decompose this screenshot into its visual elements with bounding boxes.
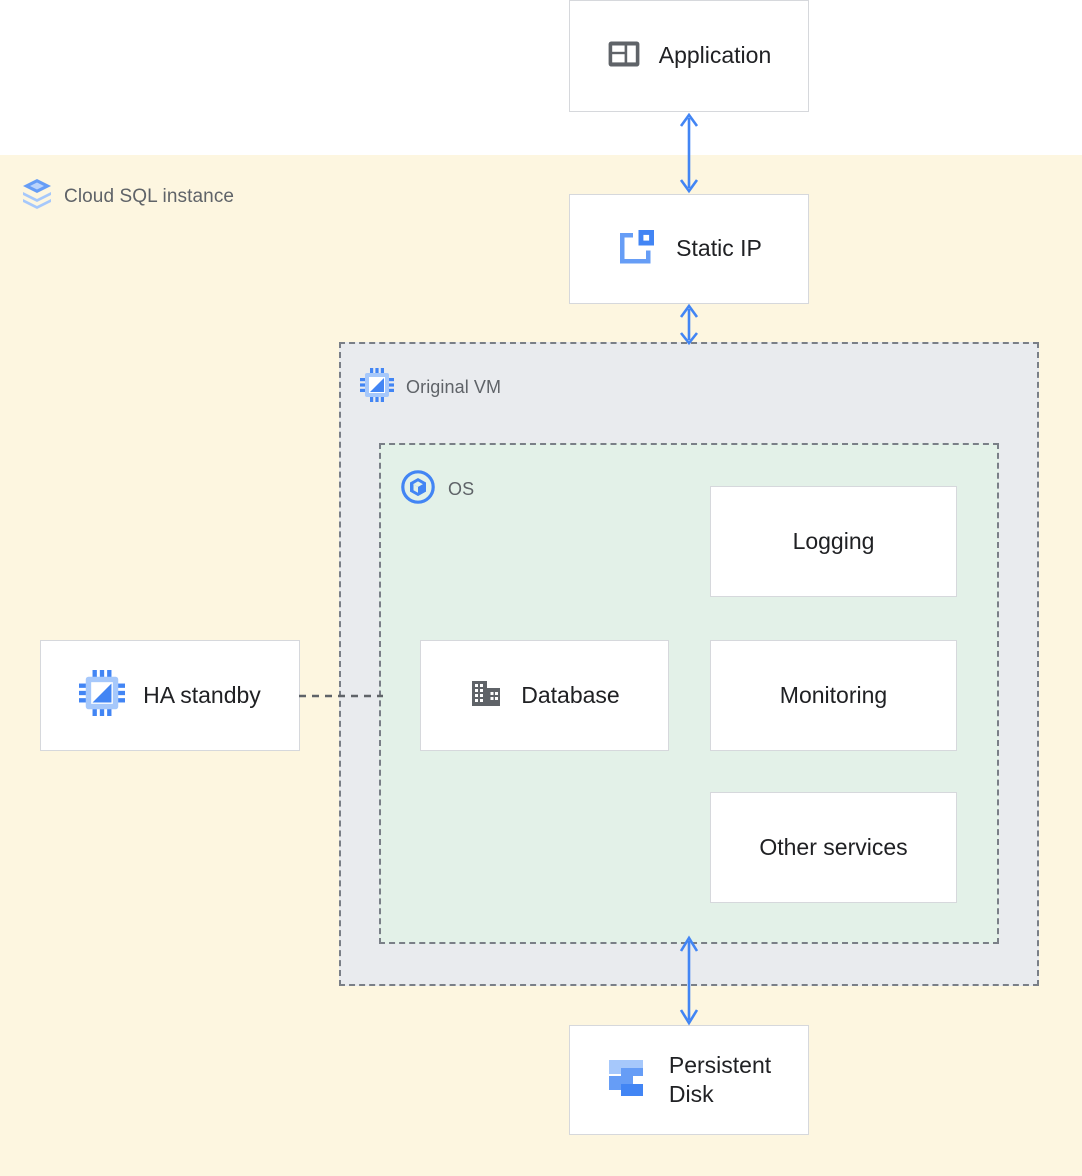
database-building-icon: [469, 676, 503, 715]
node-label-other-services: Other services: [759, 833, 908, 860]
node-application[interactable]: Application: [569, 0, 809, 112]
zone-header-original-vm: Original VM: [360, 368, 501, 407]
connector-application-to-static-ip: [669, 110, 709, 196]
persistent-disk-icon: [607, 1057, 647, 1104]
node-static-ip[interactable]: Static IP: [569, 194, 809, 304]
zone-label-os: OS: [448, 479, 475, 499]
node-ha-standby[interactable]: HA standby: [40, 640, 300, 751]
connector-os-to-persistent-disk: [669, 934, 709, 1027]
connector-ha-standby-to-original-vm: [299, 688, 383, 704]
cpu-chip-icon: [360, 368, 394, 407]
node-label-ha-standby: HA standby: [143, 681, 261, 708]
node-logging[interactable]: Logging: [710, 486, 957, 597]
zone-label-cloud-sql-instance: Cloud SQL instance: [64, 185, 235, 207]
static-ip-icon: [616, 226, 658, 273]
connector-static-ip-to-original-vm: [669, 302, 709, 346]
node-label-monitoring: Monitoring: [779, 681, 888, 708]
zone-header-os: OS: [400, 469, 474, 510]
node-label-static-ip: Static IP: [676, 235, 762, 262]
node-label-application: Application: [658, 42, 772, 69]
zone-header-cloud-sql-instance: Cloud SQL instance: [22, 178, 234, 215]
node-label-logging: Logging: [792, 527, 875, 554]
node-other-services[interactable]: Other services: [710, 792, 957, 903]
node-monitoring[interactable]: Monitoring: [710, 640, 957, 751]
zone-label-original-vm: Original VM: [406, 377, 502, 397]
operating-system-icon: [400, 469, 436, 510]
cloud-sql-stack-icon: [22, 178, 52, 215]
node-persistent-disk[interactable]: Persistent Disk: [569, 1025, 809, 1135]
node-label-persistent-disk: Persistent Disk: [668, 1052, 772, 1107]
cpu-chip-icon: [79, 670, 126, 721]
node-database[interactable]: Database: [420, 640, 669, 751]
node-label-database: Database: [521, 681, 620, 708]
application-window-icon: [607, 37, 641, 76]
